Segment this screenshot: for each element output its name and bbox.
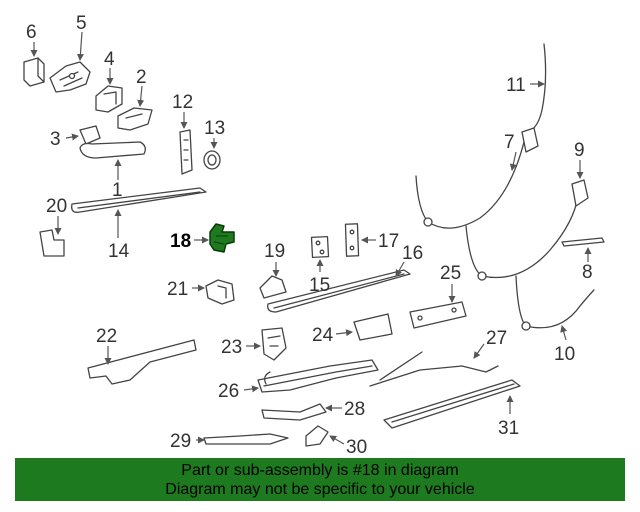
callout-1: 1 [112, 180, 123, 201]
part-21-striker[interactable] [205, 279, 235, 305]
part-17-hinge-plate[interactable] [344, 223, 360, 257]
callout-15: 15 [309, 275, 330, 296]
callout-8: 8 [582, 262, 593, 283]
part-16-sill-strip[interactable] [267, 269, 411, 313]
part-27-cable[interactable] [369, 351, 499, 387]
part-31-lower-rail[interactable] [383, 379, 521, 429]
callout-16: 16 [402, 243, 423, 264]
part-15-plate[interactable] [310, 235, 330, 259]
callout-20: 20 [46, 196, 67, 217]
part-2-handle-cover[interactable] [117, 107, 153, 131]
callout-19: 19 [264, 241, 285, 262]
callout-7: 7 [504, 132, 515, 153]
part-24-cover[interactable] [353, 313, 393, 341]
callout-numbers: 6 5 4 2 12 13 3 1 20 14 18 21 19 15 17 1… [26, 13, 593, 458]
part-7-cable[interactable] [415, 127, 539, 229]
part-6-cap[interactable] [23, 57, 45, 87]
callout-10: 10 [554, 344, 575, 365]
callout-25: 25 [440, 263, 461, 284]
leader-lines [30, 31, 592, 445]
callout-11: 11 [506, 75, 526, 96]
callout-21: 21 [167, 279, 188, 300]
callout-2: 2 [136, 67, 147, 88]
part-11-rod[interactable] [527, 43, 547, 133]
part-20-bracket[interactable] [39, 229, 65, 257]
banner-line-part-number: Part or sub-assembly is #18 in diagram [181, 462, 459, 479]
part-14-weatherstrip[interactable] [71, 187, 207, 213]
part-10-cable[interactable] [515, 275, 595, 331]
part-19-guide[interactable] [259, 275, 287, 299]
part-23-lock-actuator[interactable] [261, 327, 287, 361]
callout-18: 18 [170, 231, 191, 252]
callout-27: 27 [486, 328, 507, 349]
info-banner: Part or sub-assembly is #18 in diagram D… [15, 458, 625, 501]
callout-22: 22 [96, 326, 117, 347]
callout-28: 28 [344, 399, 365, 420]
part-13-grommet[interactable] [203, 150, 221, 170]
part-28-link[interactable] [261, 403, 327, 421]
callout-5: 5 [76, 13, 87, 34]
callout-31: 31 [498, 418, 519, 439]
callout-4: 4 [104, 49, 115, 70]
banner-line-disclaimer: Diagram may not be specific to your vehi… [165, 481, 475, 498]
part-18-highlighted-latch[interactable] [209, 223, 235, 253]
callout-26: 26 [218, 381, 239, 402]
part-12-rod-bracket[interactable] [179, 129, 193, 175]
callout-29: 29 [170, 431, 191, 452]
callout-17: 17 [378, 231, 399, 252]
callout-13: 13 [204, 118, 225, 139]
part-1-inner-handle[interactable] [79, 141, 146, 159]
callout-24: 24 [312, 325, 334, 346]
part-25-garnish[interactable] [409, 301, 467, 329]
part-22-trim-panel[interactable] [87, 339, 197, 385]
part-9-cable[interactable] [465, 179, 589, 281]
part-8-rod[interactable] [561, 237, 605, 247]
callout-30: 30 [346, 437, 367, 458]
callout-3: 3 [50, 129, 61, 150]
callout-14: 14 [108, 241, 130, 262]
part-30-bracket[interactable] [305, 425, 329, 447]
part-4-escutcheon[interactable] [95, 85, 123, 113]
callout-6: 6 [26, 22, 37, 43]
callout-9: 9 [574, 140, 585, 161]
part-29-lower-link[interactable] [203, 433, 289, 445]
part-26-track-assembly[interactable] [257, 359, 379, 393]
callout-12: 12 [172, 92, 193, 113]
part-5-handle-bracket[interactable] [49, 61, 91, 93]
callout-23: 23 [221, 337, 242, 358]
part-3-clip[interactable] [79, 125, 101, 145]
